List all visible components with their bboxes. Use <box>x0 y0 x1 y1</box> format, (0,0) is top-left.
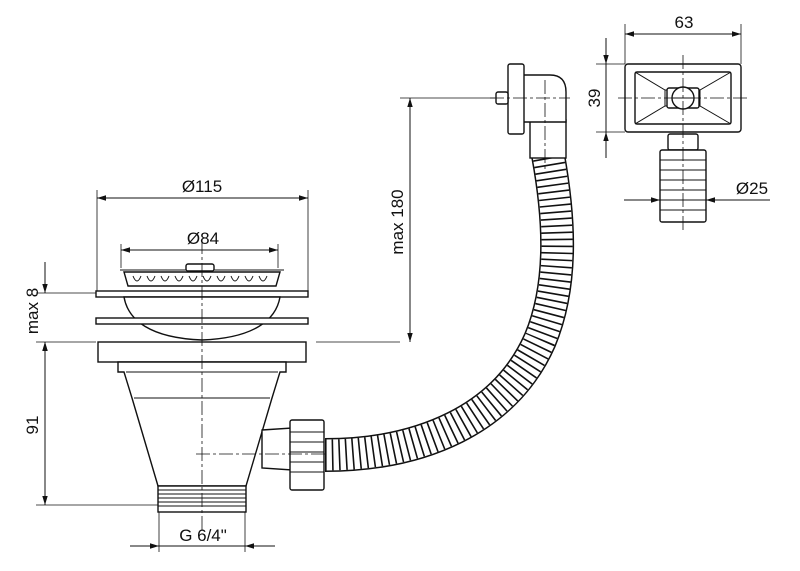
strainer-assembly <box>95 240 360 530</box>
strainer-diameter-label: Ø84 <box>187 229 219 248</box>
corrugated-hose <box>324 151 575 472</box>
overflow-width-label: 63 <box>675 13 694 32</box>
dimension-max-thickness: max 8 <box>23 262 96 360</box>
dimension-strainer-diameter: Ø84 <box>120 229 279 268</box>
overflow-front-view <box>618 55 750 230</box>
dimension-hose-height: max 180 <box>316 97 495 343</box>
strainer-slots <box>132 275 268 282</box>
dimension-thread: G 6/4" <box>130 512 275 552</box>
dimension-overflow-height: 39 <box>585 38 625 158</box>
max-thickness-label: max 8 <box>23 288 42 334</box>
outlet-diameter-label: Ø25 <box>736 179 768 198</box>
outer-diameter-label: Ø115 <box>182 177 222 196</box>
overflow-height-label: 39 <box>585 89 604 108</box>
hose-height-label: max 180 <box>388 189 407 254</box>
body-height-label: 91 <box>23 416 42 435</box>
dimension-outlet-diameter: Ø25 <box>624 179 770 203</box>
overflow-side-view <box>490 63 570 170</box>
dimension-body-height: 91 <box>23 342 160 506</box>
dimension-overflow-width: 63 <box>624 13 742 64</box>
dimension-outer-diameter: Ø115 <box>96 177 309 292</box>
thread-label: G 6/4" <box>179 526 227 545</box>
